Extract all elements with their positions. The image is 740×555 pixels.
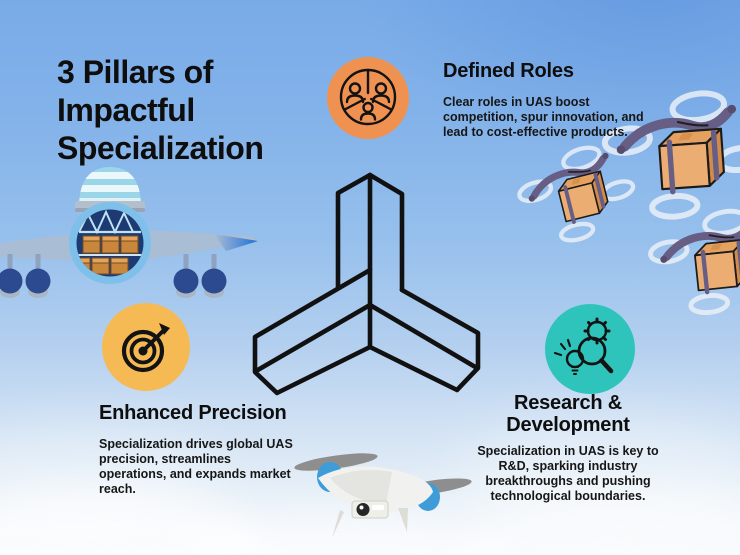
research-gear-magnifier-icon: [553, 317, 614, 375]
research-development-block: Research & Development Specialization in…: [463, 392, 673, 504]
defined-roles-body: Clear roles in UAS boost competition, sp…: [443, 95, 644, 139]
cloud: [455, 415, 740, 545]
research-development-badge: [545, 304, 635, 394]
enhanced-precision-body: Specialization drives global UAS precisi…: [99, 437, 293, 496]
defined-roles-badge: [327, 57, 409, 139]
enhanced-precision-heading: Enhanced Precision: [99, 402, 287, 424]
enhanced-precision-badge: [102, 303, 190, 391]
target-arrow-icon: [121, 323, 170, 373]
cloud: [0, 425, 220, 520]
delivery-drone-medium: [644, 202, 740, 321]
camera-drone-illustration: [294, 453, 472, 538]
three-pillars-figure: [252, 172, 481, 396]
plane-engines: [0, 254, 227, 298]
research-development-body: Specialization in UAS is key to R&D, spa…: [477, 444, 659, 503]
enhanced-precision-block: Enhanced Precision Specialization drives…: [99, 402, 299, 497]
research-development-heading: Research & Development: [506, 392, 630, 436]
team-roles-icon: [339, 68, 397, 126]
delivery-drone-small: [514, 141, 638, 246]
defined-roles-block: Defined Roles Clear roles in UAS boost c…: [443, 60, 665, 140]
cargo-plane-illustration: [0, 167, 258, 298]
defined-roles-heading: Defined Roles: [443, 60, 574, 82]
page-title: 3 Pillars of Impactful Specialization: [57, 54, 264, 166]
